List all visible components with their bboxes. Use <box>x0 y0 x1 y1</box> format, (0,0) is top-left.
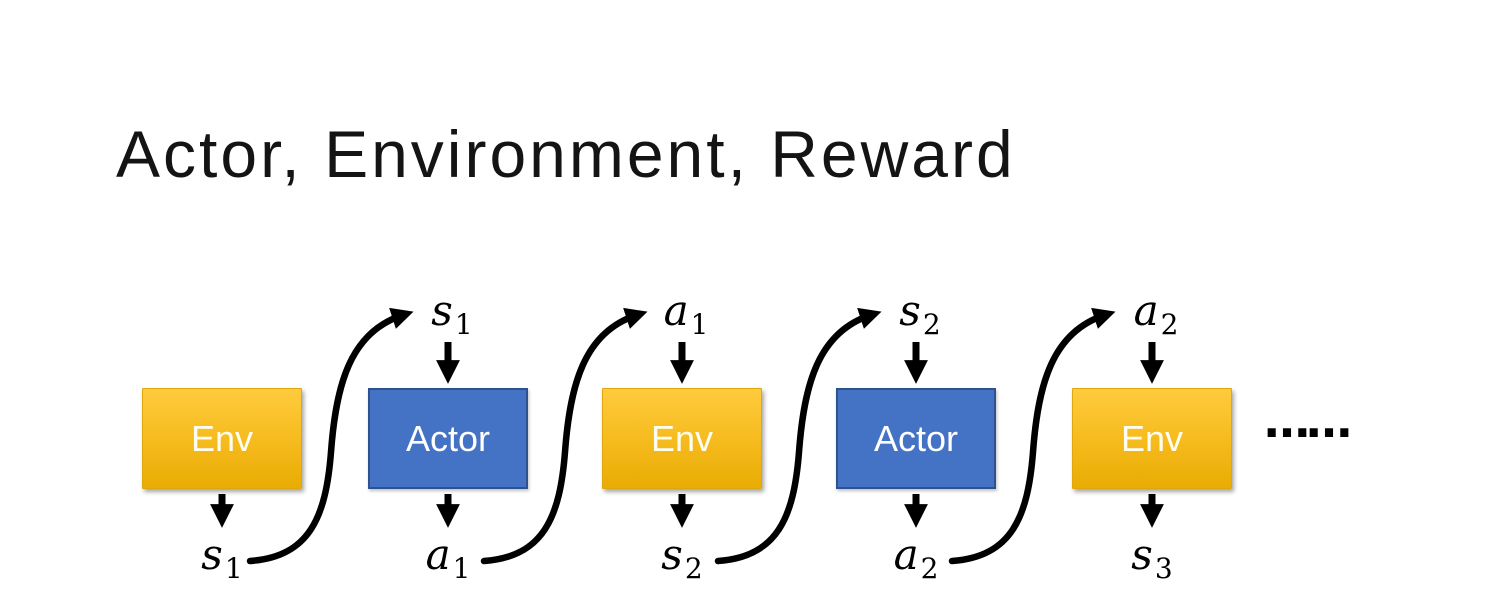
actor-box-2-label: Actor <box>873 417 959 459</box>
env-box-1: Env <box>142 388 302 489</box>
top-label-s1-base: s <box>431 286 453 335</box>
ellipsis-dots: …… <box>1264 394 1352 448</box>
actor-box-1: Actor <box>368 388 528 489</box>
top-label-s2: s2 <box>899 290 940 339</box>
actor-box-2: Actor <box>836 388 996 489</box>
bottom-label-s2: s2 <box>661 534 702 583</box>
bottom-label-a1: a1 <box>426 534 471 583</box>
curve-arrow-s2-to-actor2 <box>714 307 882 565</box>
top-label-a2: a2 <box>1134 290 1179 339</box>
bottom-label-s1-base: s <box>201 530 223 579</box>
top-label-s2-base: s <box>899 286 921 335</box>
bottom-label-a1-base: a <box>425 530 451 579</box>
top-label-a1-sub: 1 <box>690 308 709 341</box>
top-label-a1-base: a <box>663 286 689 335</box>
curve-arrow-s1-to-actor1 <box>246 307 414 565</box>
env-box-3: Env <box>1072 388 1232 489</box>
bottom-label-s2-sub: 2 <box>684 552 703 585</box>
env-box-2-label: Env <box>650 417 714 459</box>
env-box-3-label: Env <box>1120 417 1184 459</box>
bottom-label-a1-sub: 1 <box>452 552 471 585</box>
bottom-label-s3-base: s <box>1131 530 1153 579</box>
actor-box-1-label: Actor <box>405 417 491 459</box>
curve-arrow-a1-to-env2 <box>480 307 648 565</box>
top-label-s1-sub: 1 <box>454 308 473 341</box>
bottom-label-s3: s3 <box>1131 534 1172 583</box>
top-label-s2-sub: 2 <box>922 308 941 341</box>
bottom-label-a2: a2 <box>894 534 939 583</box>
top-label-a1: a1 <box>664 290 709 339</box>
env-box-2: Env <box>602 388 762 489</box>
bottom-label-a2-base: a <box>893 530 919 579</box>
bottom-label-s1-sub: 1 <box>224 552 243 585</box>
bottom-label-a2-sub: 2 <box>920 552 939 585</box>
bottom-label-s1: s1 <box>201 534 242 583</box>
top-label-a2-sub: 2 <box>1160 308 1179 341</box>
env-box-1-label: Env <box>190 417 254 459</box>
bottom-label-s3-sub: 3 <box>1154 552 1173 585</box>
top-label-s1: s1 <box>431 290 472 339</box>
top-label-a2-base: a <box>1133 286 1159 335</box>
curve-arrow-a2-to-env3 <box>948 307 1116 565</box>
bottom-label-s2-base: s <box>661 530 683 579</box>
page-title: Actor, Environment, Reward <box>116 117 1016 191</box>
